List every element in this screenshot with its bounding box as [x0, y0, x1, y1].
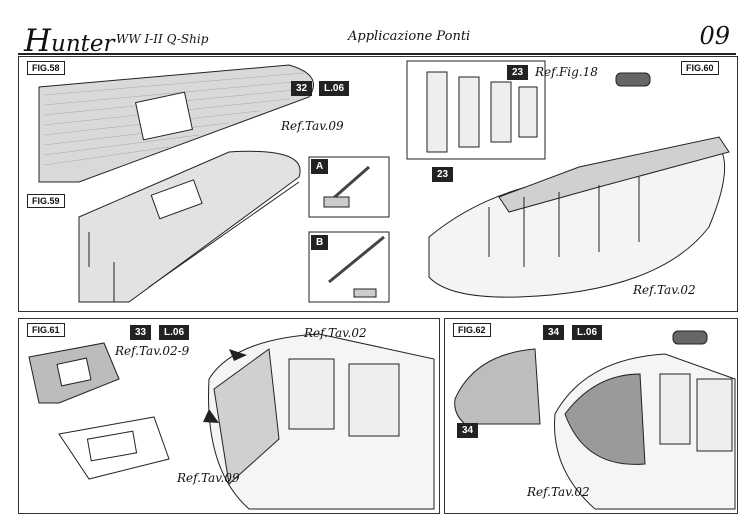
arrow-icon [229, 349, 247, 361]
brand-logo: Hunter [24, 23, 115, 59]
fig62-part-number: 34 [543, 325, 565, 340]
deck-part-34 [454, 348, 541, 425]
fig60-part-bottom: 23 [432, 167, 454, 182]
fig62-label: FIG.62 [453, 323, 491, 337]
fig59-label: FIG.59 [27, 194, 65, 208]
step-a-label: A [311, 159, 329, 174]
fig62-sheet: L.06 [572, 325, 603, 340]
deck-part-23 [498, 136, 730, 213]
arrow-icon-2 [203, 409, 219, 423]
knife-icon [328, 165, 370, 204]
fig61-drawing [28, 333, 435, 510]
page-title: Applicazione Ponti [348, 29, 471, 44]
deck-template-09 [78, 150, 301, 303]
glue-tube-icon-2 [672, 330, 708, 345]
fig60-part-top: 23 [507, 65, 529, 80]
fig59-ref: Ref.Tav.09 [281, 119, 344, 133]
panel-bottom-left: FIG.61 33 L.06 Ref.Tav.02-9 Ref.Tav.09 R… [18, 318, 440, 514]
fig62-ref: Ref.Tav.02 [527, 485, 590, 499]
glue-tube-icon [615, 72, 651, 87]
top-panel-drawing [38, 60, 730, 303]
fig58-part-number: 32 [291, 81, 313, 96]
panel-bottom-right: FIG.62 34 L.06 34 Ref.Tav.02 [444, 318, 738, 514]
fig60-ref-fig: Ref.Fig.18 [535, 65, 598, 79]
brand-initial: H [24, 23, 52, 59]
fig61-label: FIG.61 [27, 323, 65, 337]
brand-rest: unter [51, 31, 115, 57]
step-b-label: B [311, 235, 329, 250]
pencil-icon [328, 235, 385, 284]
fig61-ref3: Ref.Tav.02 [304, 326, 367, 340]
fig62-drawing [454, 330, 736, 510]
fig61-sheet: L.06 [159, 325, 190, 340]
brand-subtitle: WW I-II Q-Ship [116, 32, 209, 46]
fig58-sheet: L.06 [319, 81, 350, 96]
fig61-ref2: Ref.Tav.09 [177, 471, 240, 485]
deck-opening [135, 91, 193, 141]
fig60-label: FIG.60 [681, 61, 719, 75]
fig62-part-label: 34 [457, 423, 479, 438]
fig58-label: FIG.58 [27, 61, 65, 75]
page-header: Hunter WW I-II Q-Ship Applicazione Ponti… [18, 22, 736, 59]
page-number: 09 [699, 22, 730, 50]
fig60-ref: Ref.Tav.02 [633, 283, 696, 297]
fig61-part-number: 33 [130, 325, 152, 340]
template-opening [150, 179, 203, 220]
panel-top: FIG.58 32 L.06 Ref.Tav.09 FIG.59 A B Ref… [18, 56, 738, 312]
fig61-ref1: Ref.Tav.02-9 [115, 344, 190, 358]
